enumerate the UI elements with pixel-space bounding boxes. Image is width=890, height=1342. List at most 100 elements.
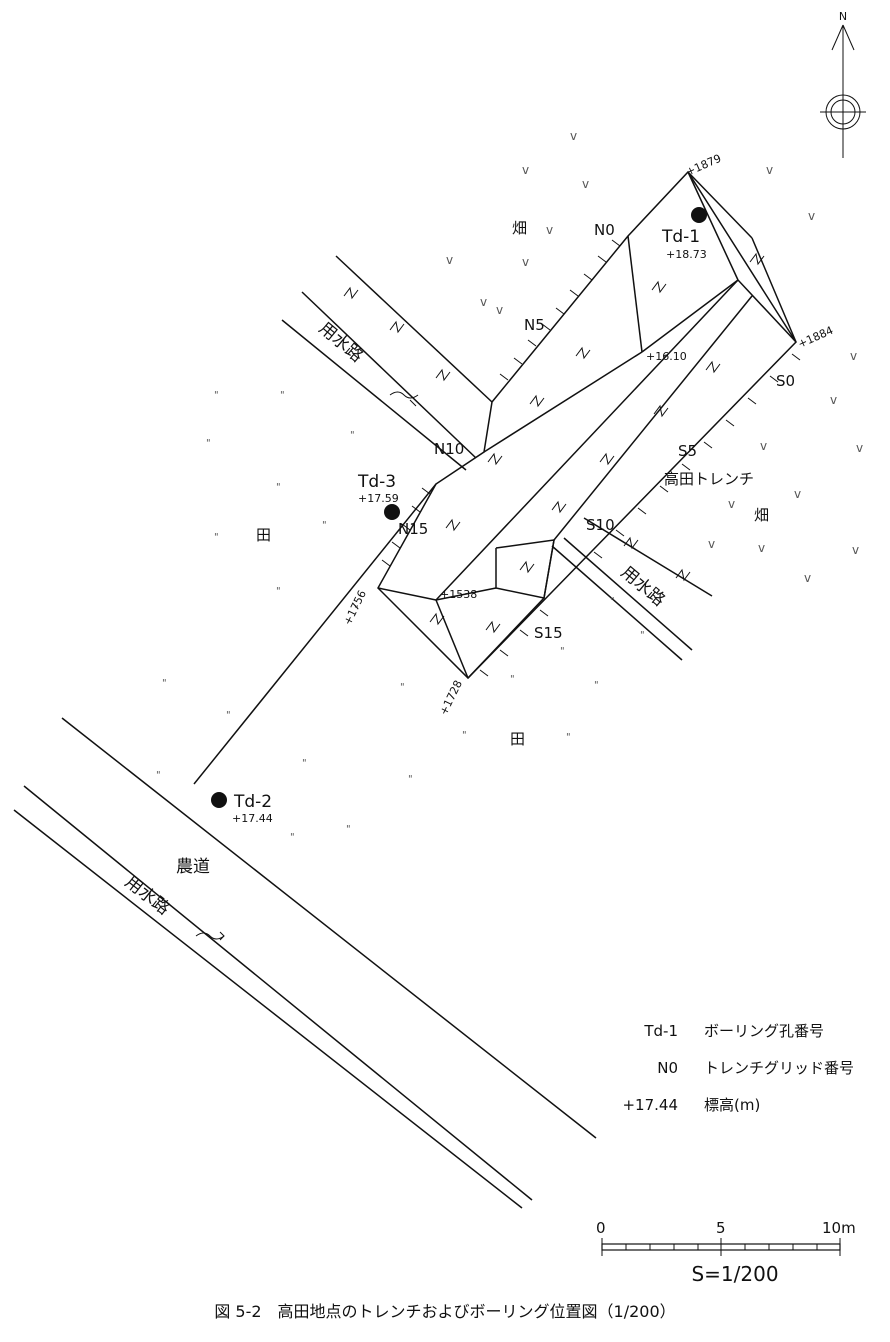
farm-road-lines <box>13 717 597 1209</box>
borehole-td1-id: Td-1 <box>661 227 700 247</box>
svg-text:v: v <box>850 349 857 363</box>
svg-text:": " <box>594 680 599 691</box>
svg-text:": " <box>162 678 167 689</box>
borehole-td3-elev: +17.59 <box>358 492 399 505</box>
svg-text:": " <box>322 520 327 531</box>
north-label: N <box>839 10 847 23</box>
elev-corner-s: +1728 <box>437 678 465 717</box>
svg-text:v: v <box>830 393 837 407</box>
svg-text:": " <box>302 758 307 769</box>
svg-text:": " <box>290 832 295 843</box>
elev-top-n: +1879 <box>684 152 723 179</box>
borehole-td3: Td-3 +17.59 <box>357 472 400 520</box>
trench-outline <box>377 170 797 680</box>
svg-text:": " <box>214 532 219 543</box>
svg-text:v: v <box>794 487 801 501</box>
legend-key: Td-1 <box>644 1021 678 1040</box>
elev-inner-1: +16.10 <box>646 350 687 363</box>
scale-tick-5: 5 <box>716 1219 726 1237</box>
svg-text:v: v <box>546 223 553 237</box>
grid-label-s15: S15 <box>534 624 563 642</box>
svg-text:v: v <box>760 439 767 453</box>
svg-text:v: v <box>496 303 503 317</box>
flow-arrow-icon <box>195 931 225 941</box>
scale-tick-0: 0 <box>596 1219 606 1237</box>
scale-ratio: S=1/200 <box>691 1262 779 1286</box>
legend-key: N0 <box>657 1058 678 1077</box>
elev-top-e: +1884 <box>796 324 835 351</box>
svg-text:v: v <box>522 163 529 177</box>
svg-text:": " <box>214 390 219 401</box>
svg-text:v: v <box>728 497 735 511</box>
svg-text:": " <box>408 774 413 785</box>
farm-road-label: 農道 <box>176 857 210 877</box>
svg-text:": " <box>354 604 359 615</box>
borehole-td3-id: Td-3 <box>357 472 396 492</box>
borehole-td2: Td-2 +17.44 <box>211 792 273 825</box>
svg-text:": " <box>462 730 467 741</box>
grid-label-s10: S10 <box>586 516 615 534</box>
svg-text:v: v <box>446 253 453 267</box>
trench-name: 高田トレンチ <box>664 470 754 488</box>
svg-text:": " <box>400 682 405 693</box>
svg-text:": " <box>226 710 231 721</box>
legend-row: +17.44 標高(m) <box>600 1086 870 1123</box>
svg-text:": " <box>610 596 615 607</box>
svg-text:": " <box>640 630 645 641</box>
grid-label-s0: S0 <box>776 372 795 390</box>
trench-grid-ticks <box>381 239 801 677</box>
field-dry-label-1: 畑 <box>512 219 527 237</box>
legend-row: N0 トレンチグリッド番号 <box>600 1049 870 1086</box>
paddy-label-1: 田 <box>256 526 271 544</box>
svg-text:": " <box>510 674 515 685</box>
svg-text:v: v <box>758 541 765 555</box>
svg-text:v: v <box>856 441 863 455</box>
svg-text:": " <box>566 732 571 743</box>
svg-text:v: v <box>582 177 589 191</box>
svg-text:": " <box>206 438 211 449</box>
grid-label-n15: N15 <box>398 520 428 538</box>
svg-text:": " <box>560 646 565 657</box>
borehole-td2-elev: +17.44 <box>232 812 273 825</box>
grid-label-n10: N10 <box>434 440 464 458</box>
field-symbols: vv vv vv vv vv vv vv vv vv vv "" "" "" "… <box>156 129 863 843</box>
svg-text:": " <box>276 482 281 493</box>
canal-lower-right <box>551 517 713 661</box>
svg-text:v: v <box>852 543 859 557</box>
slope-marks <box>343 252 765 634</box>
svg-text:v: v <box>708 537 715 551</box>
canal-label-3: 用水路 <box>121 872 174 919</box>
svg-text:": " <box>280 390 285 401</box>
borehole-td2-id: Td-2 <box>233 792 272 812</box>
elev-corner-w: +1756 <box>341 588 369 627</box>
north-arrow-icon: N <box>820 10 866 158</box>
svg-text:v: v <box>804 571 811 585</box>
grid-label-n5: N5 <box>524 316 545 334</box>
borehole-td1: Td-1 +18.73 <box>661 207 707 261</box>
boundary-line <box>193 483 437 785</box>
legend-desc: 標高(m) <box>704 1096 761 1114</box>
legend-desc: ボーリング孔番号 <box>704 1022 825 1040</box>
elev-inner-2: +1538 <box>440 588 477 601</box>
svg-text:v: v <box>766 163 773 177</box>
svg-text:": " <box>156 770 161 781</box>
legend-key: +17.44 <box>622 1095 678 1114</box>
svg-text:": " <box>350 430 355 441</box>
svg-text:v: v <box>808 209 815 223</box>
canal-upper-left <box>281 255 493 471</box>
legend: Td-1 ボーリング孔番号 N0 トレンチグリッド番号 +17.44 標高(m) <box>600 1012 870 1123</box>
svg-text:v: v <box>522 255 529 269</box>
svg-text:v: v <box>570 129 577 143</box>
scale-tick-10: 10m <box>822 1219 856 1237</box>
legend-row: Td-1 ボーリング孔番号 <box>600 1012 870 1049</box>
field-dry-label-2: 畑 <box>754 506 769 524</box>
borehole-td1-elev: +18.73 <box>666 248 707 261</box>
svg-text:": " <box>346 824 351 835</box>
canal-label-2: 用水路 <box>617 563 669 611</box>
canal-label-1: 用水路 <box>315 319 367 367</box>
svg-text:v: v <box>480 295 487 309</box>
grid-label-s5: S5 <box>678 442 697 460</box>
figure-caption: 図 5-2 高田地点のトレンチおよびボーリング位置図（1/200） <box>214 1302 676 1321</box>
grid-label-n0: N0 <box>594 221 615 239</box>
svg-text:": " <box>276 586 281 597</box>
